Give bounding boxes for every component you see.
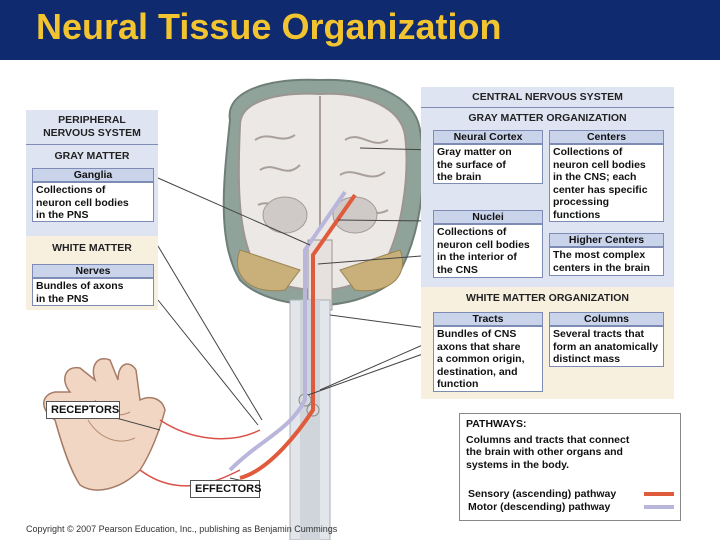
nuclei-title: Nuclei [433, 210, 543, 224]
centers-desc-line: center has specific [553, 183, 648, 196]
centers-title: Centers [549, 130, 664, 144]
ganglia-desc-line: Collections of [36, 184, 106, 196]
columns-desc-line: form an anatomically [553, 340, 659, 353]
sensory-legend-label: Sensory (ascending) pathway [468, 488, 617, 500]
title-bar: Neural Tissue Organization [0, 0, 720, 60]
divider [26, 144, 158, 145]
centers-desc-line: neuron cell bodies [553, 158, 646, 171]
centers-desc-line: in the CNS; each [553, 171, 637, 183]
higher-centers-desc-line: centers in the brain [553, 261, 650, 274]
higher-centers-title: Higher Centers [549, 233, 664, 247]
ganglia-description: Collections of neuron cell bodies in the… [32, 182, 154, 222]
tracts-desc-line: function [437, 378, 479, 390]
higher-centers-description: The most complex centers in the brain [549, 247, 664, 276]
brain-illustration [43, 78, 435, 540]
centers-description: Collections of neuron cell bodies in the… [549, 144, 664, 222]
nuclei-description: Collections of neuron cell bodies in the… [433, 224, 543, 278]
motor-pathway [228, 190, 347, 472]
neural-cortex-description: Gray matter on the surface of the brain [433, 144, 543, 184]
nuclei-desc-line: neuron cell bodies [437, 238, 530, 251]
tracts-desc-line: a common origin, [437, 353, 525, 365]
sensory-swatch [644, 492, 674, 496]
pathways-desc-line: the brain with other organs and [466, 446, 623, 458]
neural-cortex-title: Neural Cortex [433, 130, 543, 144]
pathways-heading: PATHWAYS: [466, 418, 527, 430]
nuclei-desc-line: the CNS [437, 263, 478, 276]
tracts-title: Tracts [433, 312, 543, 326]
cns-white-panel: WHITE MATTER ORGANIZATION Tracts Bundles… [421, 287, 674, 399]
higher-centers-desc-line: The most complex [553, 249, 646, 261]
centers-desc-line: processing [553, 196, 610, 208]
nuclei-desc-line: Collections of [437, 226, 507, 238]
tracts-desc-line: destination, and [437, 365, 518, 378]
receptors-label: RECEPTORS [46, 401, 120, 419]
columns-title: Columns [549, 312, 664, 326]
cns-white-org-heading: WHITE MATTER ORGANIZATION [466, 292, 629, 304]
ganglia-desc-line: in the PNS [36, 209, 89, 221]
brain-drawing [222, 78, 424, 311]
tracts-desc-line: Bundles of CNS [437, 328, 517, 340]
slide-title: Neural Tissue Organization [36, 6, 502, 47]
motor-swatch [644, 505, 674, 509]
pns-heading-line1: PERIPHERAL [58, 114, 126, 126]
hand-drawing [43, 358, 166, 491]
tracts-description: Bundles of CNS axons that share a common… [433, 326, 543, 392]
neural-cortex-desc-line: Gray matter on [437, 146, 512, 158]
centers-desc-line: Collections of [553, 146, 623, 158]
sensory-pathway [239, 193, 357, 480]
nerves-desc-line: in the PNS [36, 292, 89, 305]
neural-cortex-desc-line: the brain [437, 171, 482, 183]
columns-desc-line: Several tracts that [553, 328, 645, 340]
ganglia-title: Ganglia [32, 168, 154, 182]
motor-legend-row: Motor (descending) pathway [468, 501, 678, 513]
cns-panel: CENTRAL NERVOUS SYSTEM GRAY MATTER ORGAN… [421, 87, 674, 287]
spinal-cord [289, 299, 331, 540]
columns-description: Several tracts that form an anatomically… [549, 326, 664, 367]
nerves-title: Nerves [32, 264, 154, 278]
pathways-desc-line: systems in the body. [466, 458, 570, 471]
copyright-text: Copyright © 2007 Pearson Education, Inc.… [26, 524, 338, 534]
nerves-desc-line: Bundles of axons [36, 280, 124, 292]
nerves-description: Bundles of axons in the PNS [32, 278, 154, 306]
nuclei-desc-line: in the interior of [437, 251, 517, 263]
cns-gray-org-heading: GRAY MATTER ORGANIZATION [468, 112, 627, 124]
divider [421, 107, 674, 108]
pns-white-matter-heading: WHITE MATTER [52, 242, 132, 254]
pathways-legend: PATHWAYS: Columns and tracts that connec… [459, 413, 681, 521]
neural-cortex-desc-line: the surface of [437, 158, 506, 171]
motor-legend-label: Motor (descending) pathway [468, 501, 611, 513]
ganglia-desc-line: neuron cell bodies [36, 196, 129, 209]
pns-heading-line2: NERVOUS SYSTEM [43, 127, 141, 139]
pns-white-panel: WHITE MATTER Nerves Bundles of axons in … [26, 236, 158, 310]
pns-gray-matter-heading: GRAY MATTER [54, 150, 130, 162]
pathways-description: Columns and tracts that connect the brai… [466, 434, 674, 472]
tracts-desc-line: axons that share [437, 340, 521, 353]
effectors-label: EFFECTORS [190, 480, 261, 498]
cns-heading: CENTRAL NERVOUS SYSTEM [472, 91, 623, 103]
centers-desc-line: functions [553, 208, 601, 221]
pathways-desc-line: Columns and tracts that connect [466, 433, 630, 446]
sensory-legend-row: Sensory (ascending) pathway [468, 488, 678, 500]
columns-desc-line: distinct mass [553, 353, 621, 365]
